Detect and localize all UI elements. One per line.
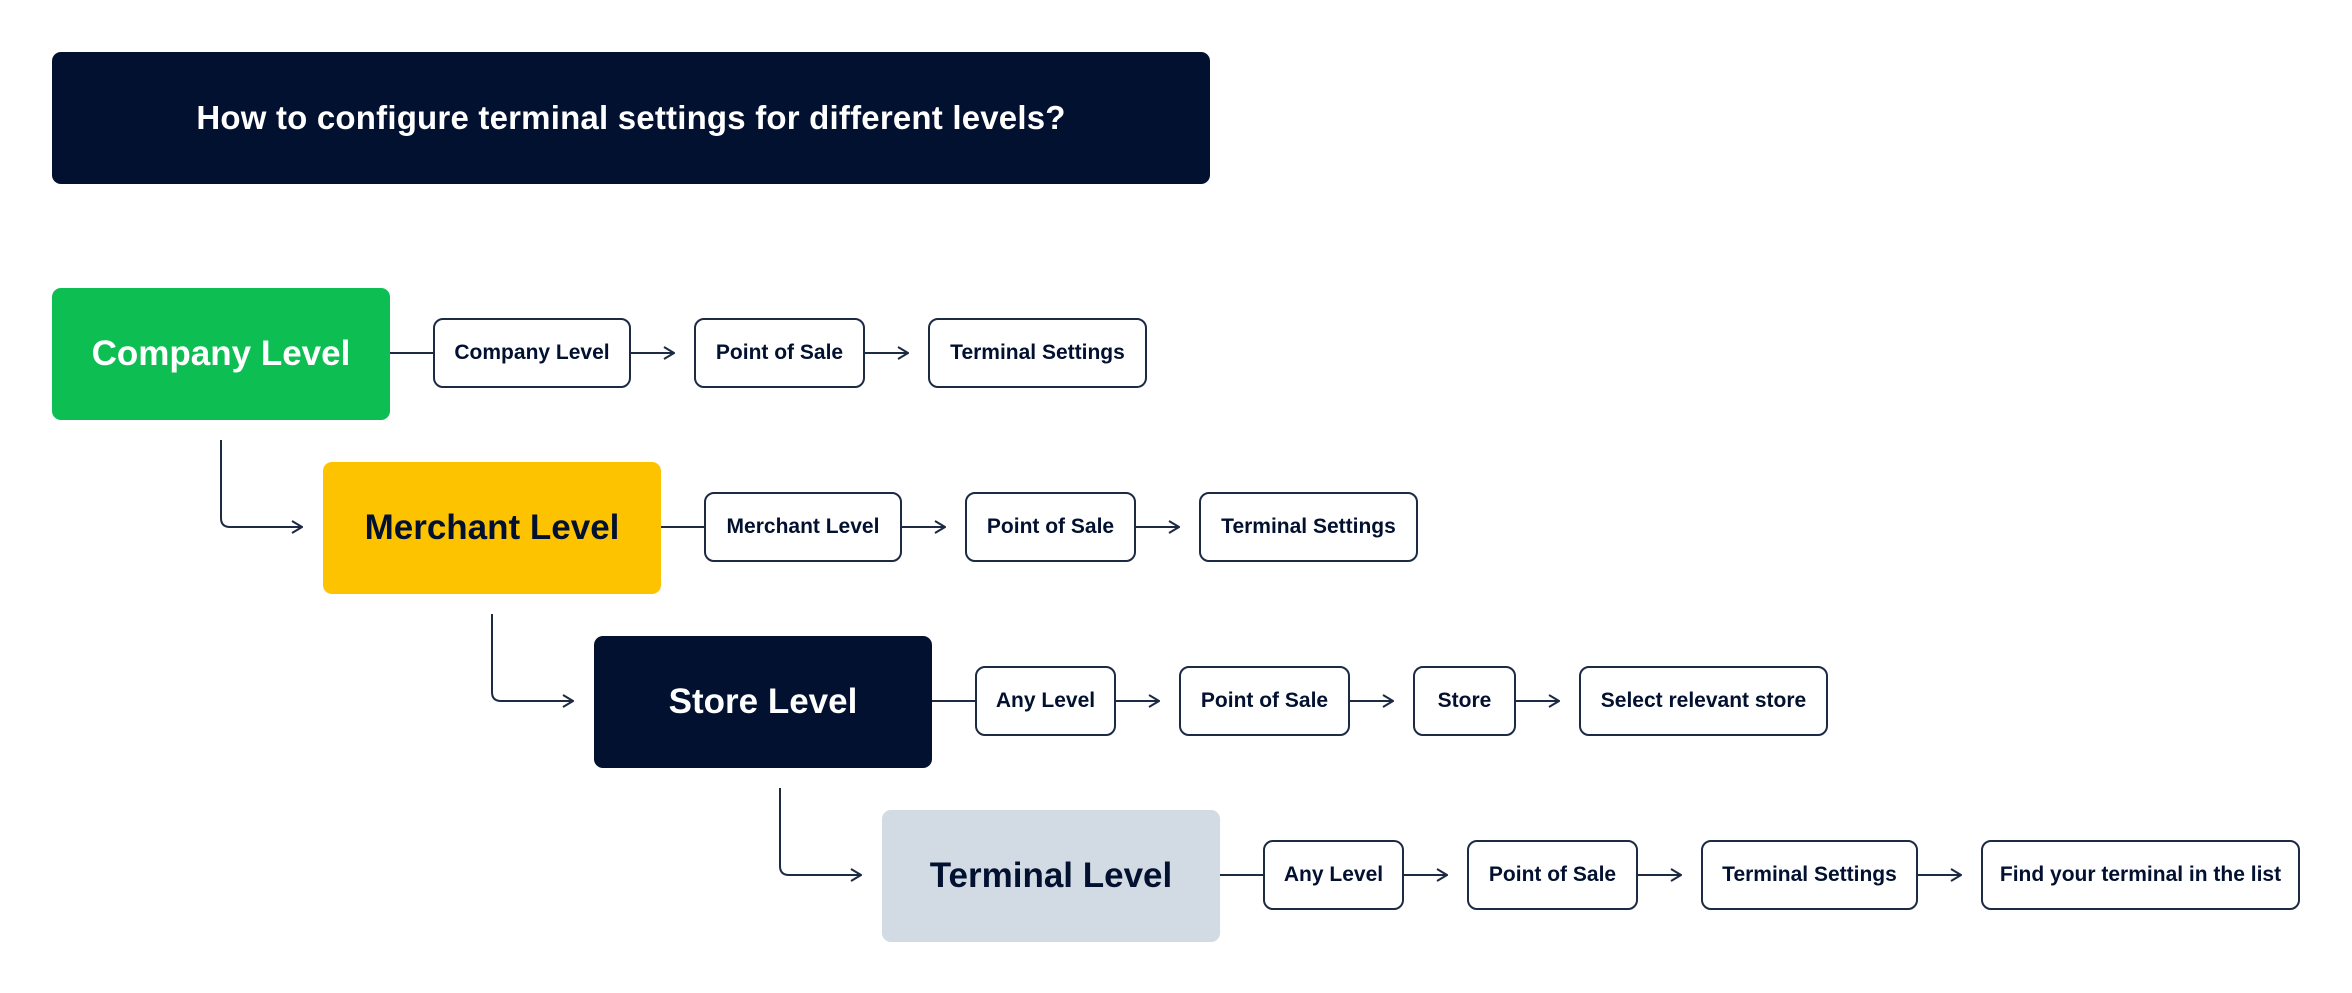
store-level-label: Store Level: [668, 682, 858, 721]
step-label: Point of Sale: [715, 341, 844, 364]
terminal-level-label: Terminal Level: [929, 856, 1173, 895]
step-label: Store: [1437, 689, 1492, 712]
terminal-step-4: Find your terminal in the list: [1981, 840, 2300, 910]
step-label: Point of Sale: [986, 515, 1115, 538]
company-level-label: Company Level: [91, 334, 351, 373]
company-step-3: Terminal Settings: [928, 318, 1147, 388]
store-level-box: Store Level: [594, 636, 932, 768]
step-label: Any Level: [995, 689, 1096, 712]
step-label: Point of Sale: [1200, 689, 1329, 712]
company-step-2: Point of Sale: [694, 318, 865, 388]
elbow-merchant-to-store: [491, 614, 573, 701]
step-label: Terminal Settings: [1722, 863, 1897, 886]
merchant-level-box: Merchant Level: [323, 462, 661, 594]
elbow-company-to-merchant: [220, 440, 302, 527]
company-step-1: Company Level: [433, 318, 631, 388]
step-label: Find your terminal in the list: [1999, 863, 2282, 886]
step-label: Terminal Settings: [950, 341, 1125, 364]
terminal-step-2: Point of Sale: [1467, 840, 1638, 910]
store-step-1: Any Level: [975, 666, 1116, 736]
terminal-step-3: Terminal Settings: [1701, 840, 1918, 910]
merchant-level-label: Merchant Level: [364, 508, 620, 547]
step-label: Company Level: [454, 341, 610, 364]
company-level-box: Company Level: [52, 288, 390, 420]
step-label: Any Level: [1283, 863, 1384, 886]
elbow-store-to-terminal: [779, 788, 861, 875]
step-label: Select relevant store: [1600, 689, 1807, 712]
title-banner: How to configure terminal settings for d…: [52, 52, 1210, 184]
store-step-3: Store: [1413, 666, 1516, 736]
merchant-step-1: Merchant Level: [704, 492, 902, 562]
terminal-step-1: Any Level: [1263, 840, 1404, 910]
merchant-step-2: Point of Sale: [965, 492, 1136, 562]
merchant-step-3: Terminal Settings: [1199, 492, 1418, 562]
step-label: Merchant Level: [726, 515, 880, 538]
store-step-2: Point of Sale: [1179, 666, 1350, 736]
terminal-level-box: Terminal Level: [882, 810, 1220, 942]
store-step-4: Select relevant store: [1579, 666, 1828, 736]
step-label: Terminal Settings: [1221, 515, 1396, 538]
page-title: How to configure terminal settings for d…: [196, 99, 1066, 136]
step-label: Point of Sale: [1488, 863, 1617, 886]
